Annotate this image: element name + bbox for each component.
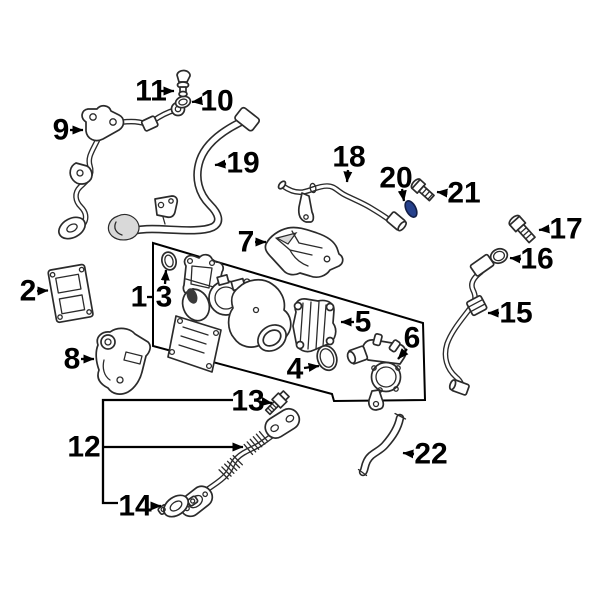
callout-9[interactable]: 9 bbox=[53, 114, 84, 147]
callout-14-label: 14 bbox=[118, 490, 152, 523]
part-drawing-1[interactable] bbox=[167, 253, 292, 373]
callout-20-label: 20 bbox=[379, 162, 412, 195]
callout-15[interactable]: 15 bbox=[487, 297, 533, 330]
part-drawing-10[interactable] bbox=[174, 95, 192, 110]
callout-5[interactable]: 5 bbox=[340, 306, 372, 339]
part-drawing-3[interactable] bbox=[160, 250, 178, 271]
callout-18-label: 18 bbox=[332, 141, 365, 174]
callout-1-label: 1 bbox=[131, 281, 148, 314]
part-drawing-2[interactable] bbox=[47, 263, 94, 324]
part-drawing-15[interactable] bbox=[442, 253, 495, 396]
callout-12[interactable]: 12 bbox=[67, 431, 244, 464]
part-drawing-21[interactable] bbox=[410, 177, 436, 202]
part-drawing-7[interactable] bbox=[264, 226, 344, 279]
part-drawing-17[interactable] bbox=[507, 214, 536, 245]
callout-3[interactable]: 3 bbox=[156, 269, 173, 314]
callout-7-label: 7 bbox=[238, 226, 255, 259]
part-drawing-5[interactable] bbox=[292, 298, 337, 353]
callout-21[interactable]: 21 bbox=[436, 177, 481, 210]
part-drawing-9[interactable] bbox=[55, 101, 186, 243]
callout-4-label: 4 bbox=[287, 353, 304, 386]
callout-12-label: 12 bbox=[67, 431, 100, 464]
part-drawing-8[interactable] bbox=[95, 327, 152, 395]
part-drawing-11[interactable] bbox=[176, 69, 191, 98]
callout-18[interactable]: 18 bbox=[332, 141, 366, 183]
callout-6[interactable]: 6 bbox=[397, 322, 421, 360]
part-drawing-18[interactable] bbox=[277, 180, 408, 232]
callout-10-label: 10 bbox=[200, 85, 233, 118]
callout-7[interactable]: 7 bbox=[238, 226, 267, 259]
callout-17-label: 17 bbox=[549, 213, 582, 246]
callout-10[interactable]: 10 bbox=[191, 85, 234, 118]
part-drawing-14[interactable] bbox=[157, 487, 199, 524]
part-drawing-19[interactable] bbox=[107, 106, 261, 241]
part-drawing-22[interactable] bbox=[357, 412, 407, 477]
callout-11[interactable]: 11 bbox=[135, 75, 175, 108]
callout-16-label: 16 bbox=[520, 243, 553, 276]
callout-17[interactable]: 17 bbox=[538, 213, 583, 246]
callout-9-label: 9 bbox=[53, 114, 70, 147]
callout-22-label: 22 bbox=[414, 438, 447, 471]
callout-16[interactable]: 16 bbox=[509, 243, 554, 276]
callout-19[interactable]: 19 bbox=[214, 147, 260, 180]
callout-3-label: 3 bbox=[156, 281, 173, 314]
callout-13[interactable]: 13 bbox=[231, 385, 273, 418]
callout-22[interactable]: 22 bbox=[402, 438, 448, 471]
assembly-group-outline bbox=[152, 241, 427, 403]
callout-4[interactable]: 4 bbox=[287, 353, 320, 386]
callout-5-label: 5 bbox=[355, 306, 372, 339]
callout-8[interactable]: 8 bbox=[64, 343, 95, 376]
part-drawing-6[interactable] bbox=[346, 333, 407, 411]
callout-2[interactable]: 2 bbox=[20, 275, 49, 308]
callout-8-label: 8 bbox=[64, 343, 81, 376]
callout-15-label: 15 bbox=[499, 297, 532, 330]
part-drawing-20[interactable] bbox=[403, 199, 420, 219]
callout-19-label: 19 bbox=[226, 147, 259, 180]
callout-2-label: 2 bbox=[20, 275, 37, 308]
callout-11-label: 11 bbox=[135, 75, 167, 108]
callout-20[interactable]: 20 bbox=[379, 162, 413, 202]
part-drawing-4[interactable] bbox=[314, 343, 340, 373]
callout-1[interactable]: 1 bbox=[131, 281, 152, 314]
callout-13-label: 13 bbox=[231, 385, 264, 418]
callout-6-label: 6 bbox=[404, 322, 421, 355]
highlighted-oring-20[interactable] bbox=[403, 199, 420, 219]
callout-21-label: 21 bbox=[447, 177, 480, 210]
bracket-lines-12-13-14 bbox=[101, 398, 233, 505]
callout-14[interactable]: 14 bbox=[118, 490, 162, 523]
